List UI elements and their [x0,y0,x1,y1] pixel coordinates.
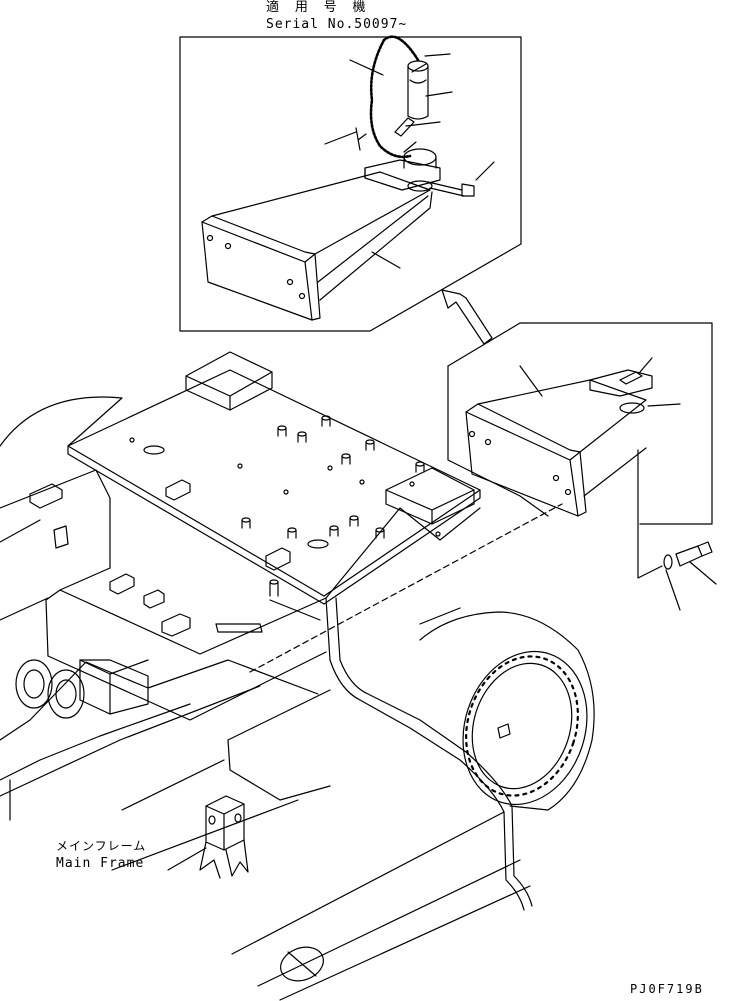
main-frame-label-en: Main Frame [56,856,145,871]
direction-arrow [442,290,492,344]
frame-bosses [130,416,440,596]
main-frame [0,352,606,1000]
detail-box-outline [180,37,521,331]
serial-range-label: Serial No.50097~ [266,17,408,32]
main-frame-label-jp: メインフレーム [56,839,147,853]
bracket-lower [466,358,652,516]
long-leader [326,508,480,598]
bolt-upper [428,182,474,196]
cotter-pin [395,118,416,152]
dashed-leader [250,504,562,672]
drawing-code: PJ0F719B [630,982,704,996]
applicable-serial-label-jp: 適 用 号 機 [266,0,370,15]
swing-circle [420,612,606,821]
detail-box-serial-variant [180,37,521,331]
lower-support [200,796,248,878]
chain [371,37,418,157]
washer-and-bolt [638,450,716,610]
detail-box-standard [448,323,712,524]
leader-lines-upper [325,54,494,268]
detail-box-outline-2 [448,323,712,524]
lock-pin [408,61,428,119]
bracket-upper [202,149,440,320]
leader-lines-middle [520,366,680,406]
